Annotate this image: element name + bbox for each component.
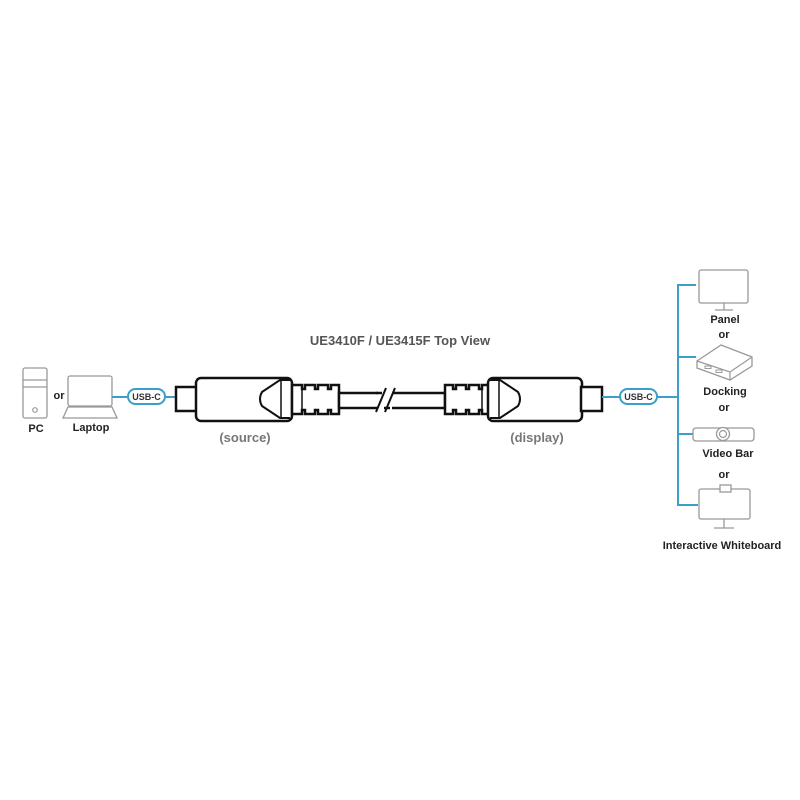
laptop-icon	[61, 375, 119, 419]
laptop-label: Laptop	[73, 422, 110, 434]
usb-c-label-display: USB-C	[624, 392, 653, 402]
or-label: or	[719, 329, 731, 341]
docking-label: Docking	[703, 386, 746, 398]
or-label: or	[54, 390, 66, 402]
pc-label: PC	[28, 423, 43, 435]
or-label: or	[719, 469, 731, 481]
branch-lines	[657, 284, 698, 506]
cable-icon	[174, 376, 604, 423]
whiteboard-icon	[698, 484, 751, 529]
whiteboard-label: Interactive Whiteboard	[663, 540, 782, 552]
video-bar-label: Video Bar	[702, 448, 754, 460]
monitor-icon	[698, 269, 749, 311]
docking-station-icon	[696, 344, 753, 381]
or-label: or	[719, 402, 731, 414]
display-label: (display)	[510, 430, 563, 445]
pc-tower-icon	[22, 367, 48, 419]
diagram-title: UE3410F / UE3415F Top View	[310, 333, 491, 348]
panel-label: Panel	[710, 314, 739, 326]
source-label: (source)	[219, 430, 270, 445]
video-bar-icon	[692, 426, 755, 442]
usb-c-label-source: USB-C	[132, 392, 161, 402]
